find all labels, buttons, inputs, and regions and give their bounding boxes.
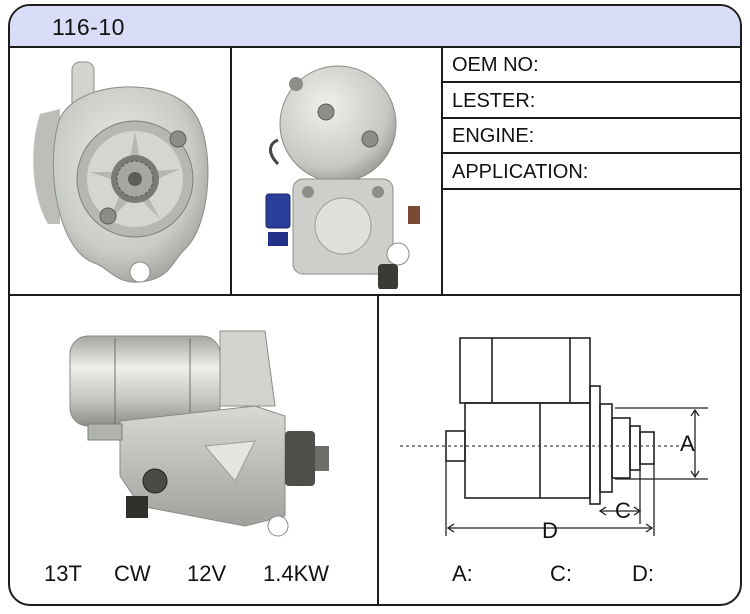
dim-field-d: D: [632,561,654,586]
starter-front-view-photo [33,61,209,283]
col-divider-top-1 [230,46,232,294]
dim-label-a: A [680,431,695,456]
header-bar: 116-10 [10,6,740,48]
col-divider-bottom [377,296,379,604]
table-line-3 [443,152,740,154]
engine-label: ENGINE: [452,125,535,147]
product-sheet: 116-10 OEM NO: LESTER: ENGINE: APPLICATI… [8,4,742,606]
starter-rear-view-photo [265,65,420,289]
spec-teeth: 13T [44,561,82,586]
spec-rotation: CW [114,561,151,586]
dim-label-c: C [615,498,631,523]
oem-no-label: OEM NO: [452,54,539,76]
col-divider-top-2 [441,46,443,294]
lester-label: LESTER: [452,90,536,112]
application-label: APPLICATION: [452,161,589,183]
starter-side-view-photo [69,330,329,537]
spec-voltage: 12V [187,561,227,586]
table-line-1 [443,81,740,83]
dimension-drawing: A C D [400,337,708,543]
part-number-title: 116-10 [52,14,125,40]
row-divider [10,294,740,296]
spec-power: 1.4KW [263,561,330,586]
dim-label-d: D [542,518,558,543]
table-line-4 [443,188,740,190]
dim-field-c: C: [550,561,572,586]
table-line-2 [443,117,740,119]
dim-field-a: A: [452,561,473,586]
